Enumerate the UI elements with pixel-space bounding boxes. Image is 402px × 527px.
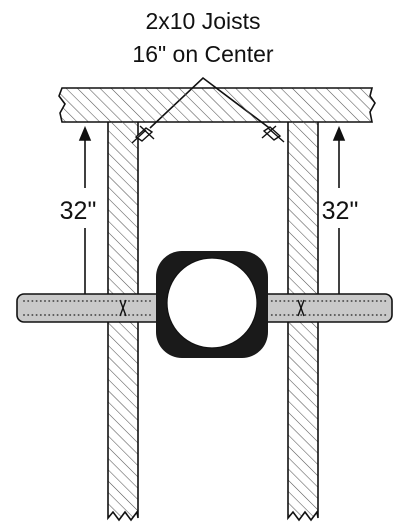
left-dimension-label: 32" — [60, 197, 97, 225]
pipe-hole — [166, 257, 258, 349]
left-dimension-arrow — [78, 125, 92, 322]
strap-screws — [119, 299, 305, 317]
top-horizontal-member — [58, 87, 376, 123]
pipe-flange — [156, 251, 268, 358]
joist-label-line1: 2x10 Joists — [145, 8, 260, 34]
joist-label-line2: 16" on Center — [132, 41, 273, 67]
right-dimension-arrow — [332, 125, 346, 322]
right-fastener-icon — [261, 125, 285, 143]
left-fastener-icon — [131, 125, 155, 144]
strap-perforations — [23, 300, 387, 316]
right-dimension-label: 32" — [322, 197, 359, 225]
